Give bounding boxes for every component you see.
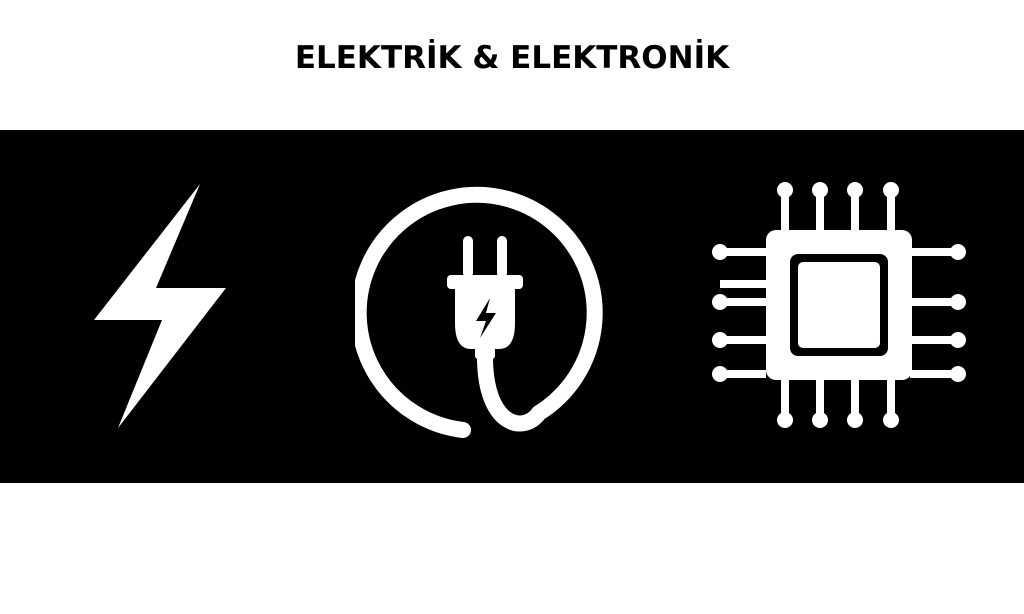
electric-plug-icon: [355, 186, 603, 438]
icon-band: [0, 130, 1024, 483]
microchip-icon: [712, 182, 966, 428]
lightning-bolt-icon: [94, 184, 226, 428]
page-title: ELEKTRİK & ELEKTRONİK: [294, 40, 730, 76]
